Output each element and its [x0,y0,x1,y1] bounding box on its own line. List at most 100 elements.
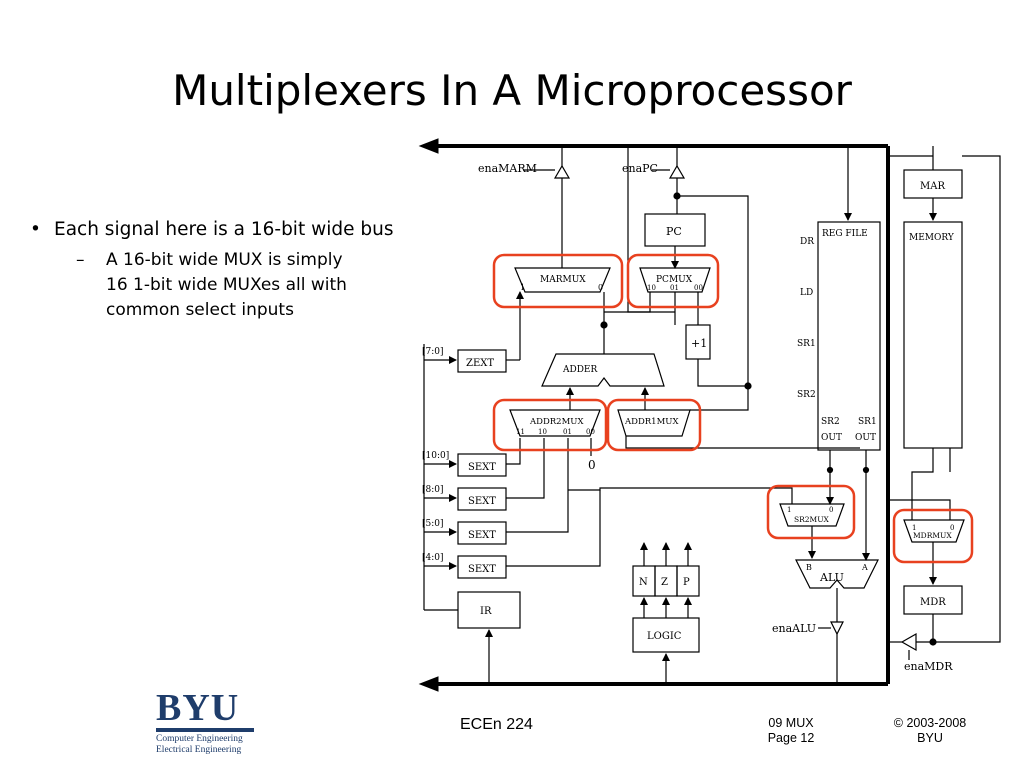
svg-text:REG FILE: REG FILE [822,229,868,239]
svg-text:B: B [806,563,812,572]
svg-text:SR1: SR1 [797,339,816,349]
highlight-addr2mux [492,398,608,452]
slide-title: Multiplexers In A Microprocessor [172,66,852,115]
svg-text:ALU: ALU [819,571,844,584]
sub-bullet-dash: – [76,250,85,270]
svg-text:1: 1 [912,524,916,532]
svg-text:MARMUX: MARMUX [540,275,586,285]
svg-text:N: N [639,577,648,588]
register-file [817,221,881,451]
highlight-addr1mux [606,398,702,452]
sub-bullet-line: A 16-bit wide MUX is simply [106,250,343,270]
logo-subtitle: Computer Engineering [156,734,243,744]
svg-text:+1: +1 [691,337,707,350]
enamdr-label: enaMDR [904,660,953,673]
svg-text:OUT: OUT [855,433,876,443]
svg-text:01: 01 [563,428,572,436]
enamarm-label: enaMARM [478,162,537,175]
enamarm-tristate [553,164,571,179]
svg-text:MAR: MAR [920,181,945,192]
copyright-years: © 2003-2008 [893,716,967,730]
svg-text:1: 1 [787,506,791,514]
adder [541,353,665,387]
addr2mux [509,409,601,437]
svg-text:SEXT: SEXT [468,462,496,473]
svg-text:0: 0 [829,506,833,514]
sub-bullet-line: 16 1-bit wide MUXes all with [106,275,347,295]
sub-bullet-line: common select inputs [106,300,294,320]
svg-text:SR2MUX: SR2MUX [794,515,830,524]
svg-text:P: P [683,577,690,588]
sext-box-4 [457,555,507,579]
svg-text:10: 10 [538,428,547,436]
ir-register [457,591,521,629]
svg-text:ADDER: ADDER [562,365,598,375]
copyright: © 2003-2008 BYU [870,716,990,746]
marmux [514,267,611,293]
svg-text:SR1: SR1 [858,417,877,427]
svg-text:10: 10 [647,284,656,292]
svg-text:MDRMUX: MDRMUX [913,531,952,540]
lecture-name: 09 MUX [768,716,814,730]
bullet-item: Each signal here is a 16-bit wide bus [30,218,450,242]
svg-text:ZEXT: ZEXT [466,358,494,369]
svg-text:00: 00 [694,284,703,292]
sr2mux [779,503,845,527]
enapc-tristate [668,164,686,179]
svg-text:A: A [861,563,868,572]
svg-text:SR2: SR2 [821,417,840,427]
addr1mux [617,409,691,437]
svg-text:1: 1 [520,283,525,292]
course-label: ECEn 224 [460,716,533,733]
svg-text:ADDR1MUX: ADDR1MUX [624,417,679,427]
svg-text:[5:0]: [5:0] [422,519,444,529]
copyright-owner: BYU [917,731,943,745]
svg-text:ADDR2MUX: ADDR2MUX [529,417,584,427]
svg-text:LD: LD [800,288,813,298]
svg-text:OUT: OUT [821,433,842,443]
sext-box-3 [457,521,507,545]
svg-text:PC: PC [666,225,682,238]
svg-text:11: 11 [516,428,525,436]
logic-block [632,617,700,653]
enapc-label: enaPC [622,162,658,175]
svg-text:MDR: MDR [920,597,946,608]
svg-text:DR: DR [800,237,814,247]
highlight-mdrmux [892,508,974,564]
svg-text:PCMUX: PCMUX [656,275,693,285]
page-info: 09 MUX Page 12 [736,716,846,746]
byu-logo: BYU Computer Engineering Electrical Engi… [156,687,254,756]
logo-subtitle: Electrical Engineering [156,745,242,755]
sext-box-1 [457,453,507,477]
svg-text:IR: IR [480,606,492,617]
sext-box-2 [457,487,507,511]
svg-text:0: 0 [598,283,603,292]
svg-text:0: 0 [950,524,954,532]
zext-box [457,349,507,373]
svg-text:SEXT: SEXT [468,496,496,507]
page-number: Page 12 [767,731,815,745]
mdrmux [903,519,965,543]
mux-highlights [492,253,974,564]
alu [795,559,879,589]
svg-text:[7:0]: [7:0] [422,347,444,357]
svg-text:[4:0]: [4:0] [422,553,444,563]
main-bus-top-arrow [418,138,439,154]
highlight-sr2mux [766,484,856,540]
svg-text:SEXT: SEXT [468,564,496,575]
enaalu-tristate [830,621,844,636]
sub-bullet-item: – A 16-bit wide MUX is simply 16 1-bit w… [30,248,450,323]
svg-text:LOGIC: LOGIC [647,631,682,642]
svg-text:01: 01 [670,284,679,292]
bullet-list: Each signal here is a 16-bit wide bus – … [30,218,450,323]
memory [903,221,963,449]
svg-text:[8:0]: [8:0] [422,485,444,495]
zero-input: 0 [588,458,596,472]
logo-divider [156,728,254,732]
main-bus-bottom-arrow [418,676,439,692]
svg-text:Z: Z [661,577,668,588]
svg-text:00: 00 [586,428,595,436]
logo-wordmark: BYU [156,687,240,729]
enaalu-label: enaALU [772,622,816,635]
